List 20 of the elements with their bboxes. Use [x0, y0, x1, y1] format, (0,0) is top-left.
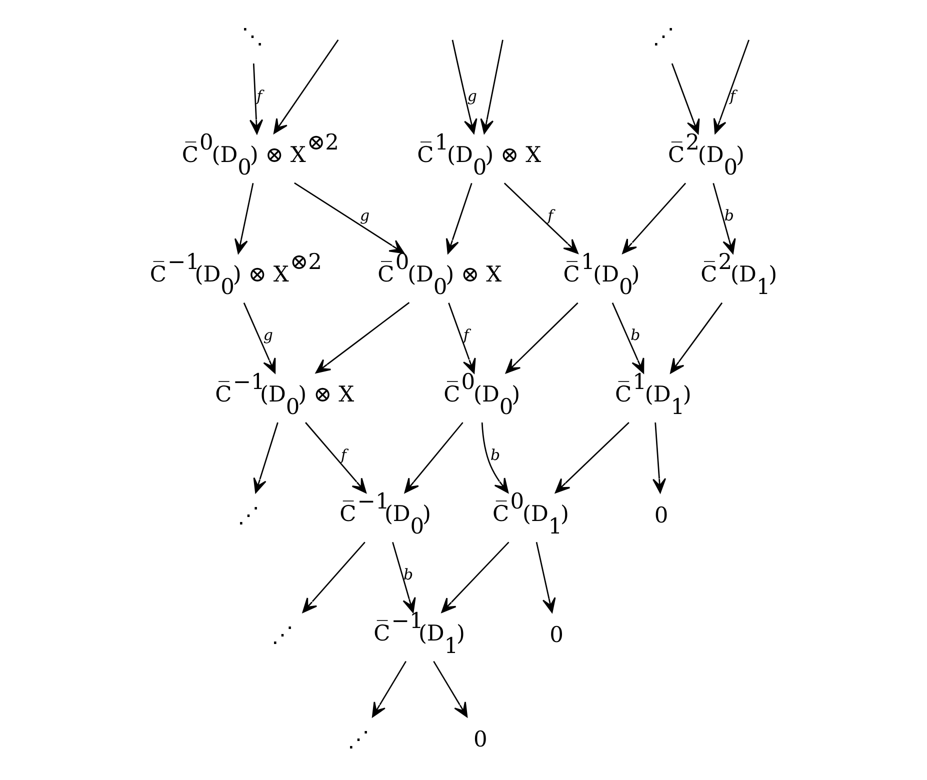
edge-label: g — [466, 86, 476, 105]
node-text: 0 — [549, 622, 564, 648]
node-text: 0 — [473, 728, 487, 753]
edge-label: g — [359, 206, 370, 224]
edge-label: g — [262, 326, 272, 344]
edge-label: f — [729, 86, 735, 105]
edge-label: f — [256, 86, 262, 105]
edge-label: b — [402, 565, 413, 584]
edge-label: f — [340, 446, 346, 464]
edge-label: b — [490, 446, 500, 464]
edge-label: b — [630, 326, 640, 344]
edge-label: f — [547, 206, 553, 224]
node-text: ⋰ — [271, 622, 294, 648]
node-text: ⋰ — [652, 24, 674, 50]
edge-label: f — [462, 326, 468, 344]
node-text: ⋰ — [237, 503, 260, 528]
node-text: ⋱ — [241, 24, 264, 50]
node-text: ⋰ — [347, 728, 370, 753]
edge-label: b — [724, 206, 734, 224]
node-text: 0 — [654, 503, 668, 528]
